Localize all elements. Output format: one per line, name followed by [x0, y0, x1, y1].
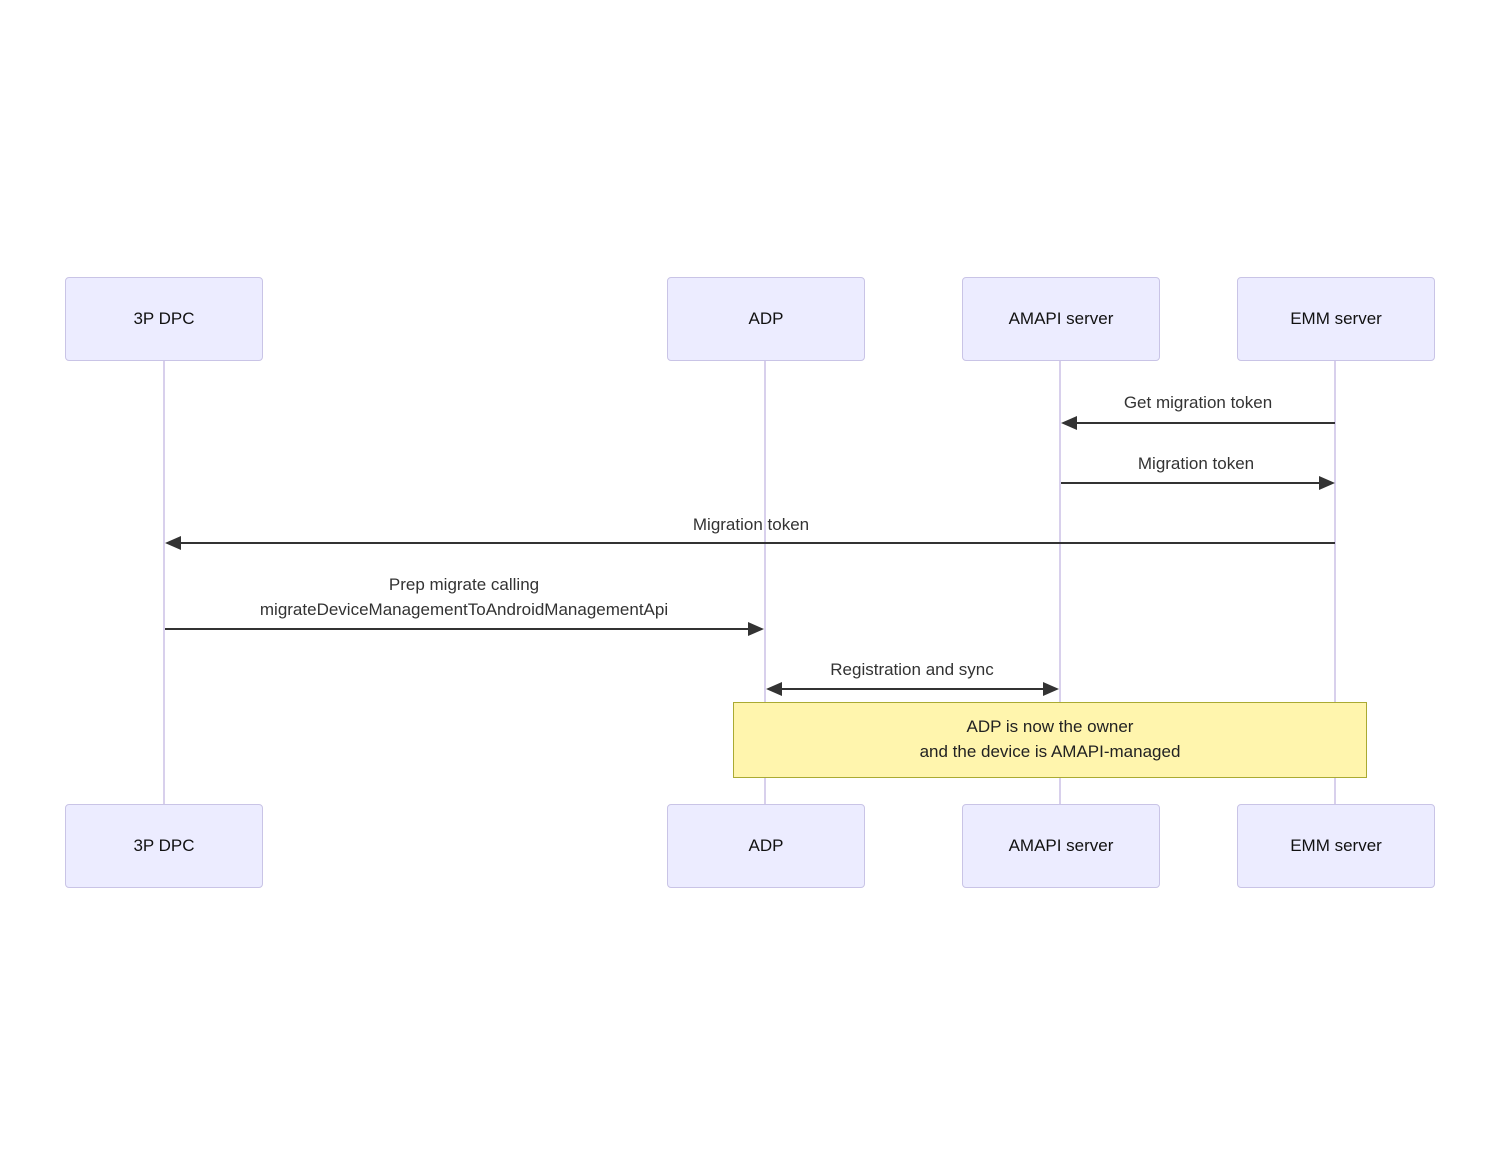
actor-bottom-3p-dpc: 3P DPC: [65, 804, 263, 888]
message-line: [165, 628, 748, 630]
actor-bottom-emm-server: EMM server: [1237, 804, 1435, 888]
actor-label: ADP: [748, 309, 784, 328]
arrowhead-left: [766, 682, 782, 696]
arrowhead-left: [1061, 416, 1077, 430]
actor-bottom-amapi-server: AMAPI server: [962, 804, 1160, 888]
actor-top-amapi-server: AMAPI server: [962, 277, 1160, 361]
message-line: [781, 688, 1044, 690]
message-line: [1077, 422, 1335, 424]
actor-label: 3P DPC: [133, 309, 195, 328]
actor-label: EMM server: [1290, 309, 1382, 328]
lifeline-amapi-server: [1059, 361, 1061, 804]
message-line: [181, 542, 1335, 544]
message-label-registration-and-sync: Registration and sync: [830, 660, 994, 679]
message-line: [1061, 482, 1319, 484]
arrowhead-right: [1319, 476, 1335, 490]
actor-top-3p-dpc: 3P DPC: [65, 277, 263, 361]
actor-label: AMAPI server: [1008, 309, 1114, 328]
lifeline-emm-server: [1334, 361, 1336, 804]
message-label-prep-migrate-line2: migrateDeviceManagementToAndroidManageme…: [259, 600, 669, 619]
arrowhead-left: [165, 536, 181, 550]
actor-top-emm-server: EMM server: [1237, 277, 1435, 361]
note-line1: ADP is now the owner: [966, 717, 1134, 736]
actor-top-adp: ADP: [667, 277, 865, 361]
actor-label: ADP: [748, 836, 784, 855]
lifeline-3p-dpc: [163, 361, 165, 804]
message-label-migration-token-2: Migration token: [692, 515, 810, 534]
message-label-get-migration-token: Get migration token: [1123, 393, 1273, 412]
message-label-migration-token-1: Migration token: [1137, 454, 1255, 473]
actor-label: EMM server: [1290, 836, 1382, 855]
note-adp-owner: ADP is now the owner and the device is A…: [733, 702, 1367, 778]
actor-label: AMAPI server: [1008, 836, 1114, 855]
actor-bottom-adp: ADP: [667, 804, 865, 888]
arrowhead-right: [748, 622, 764, 636]
actor-label: 3P DPC: [133, 836, 195, 855]
arrowhead-right: [1043, 682, 1059, 696]
message-label-prep-migrate-line1: Prep migrate calling: [388, 575, 540, 594]
lifeline-adp: [764, 361, 766, 804]
note-line2: and the device is AMAPI-managed: [919, 742, 1181, 761]
